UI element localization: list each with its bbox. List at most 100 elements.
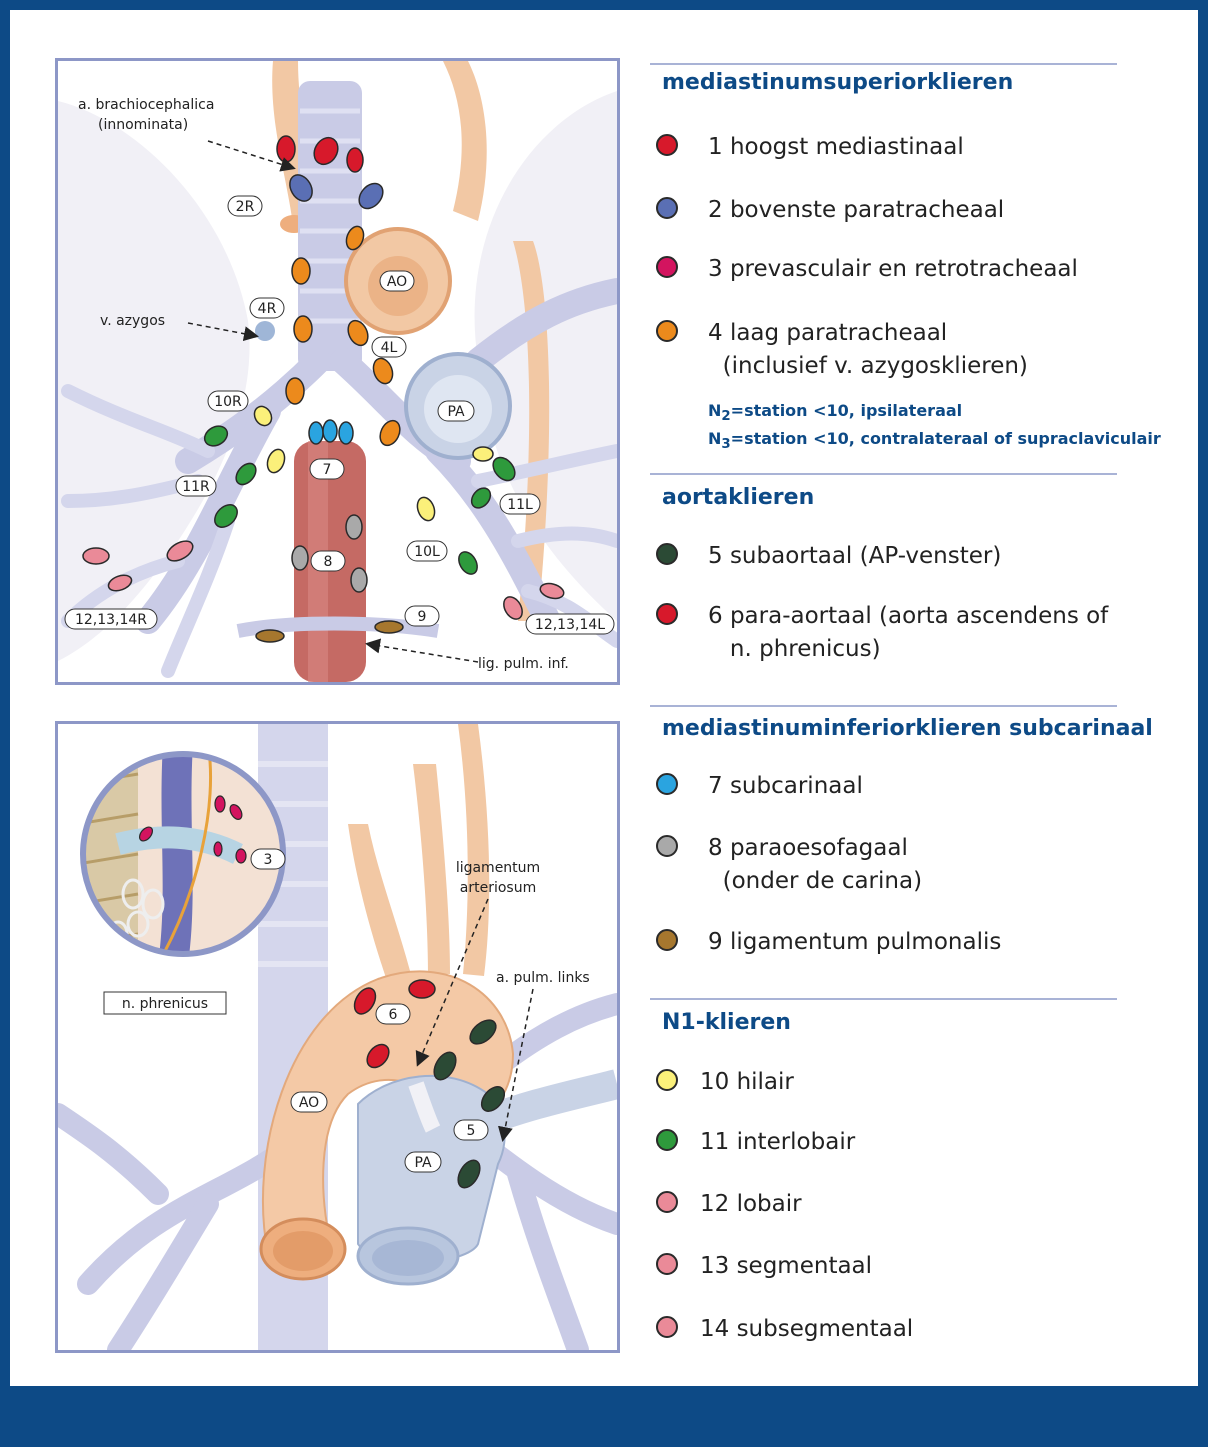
node-swatch [656, 929, 678, 951]
node-swatch [656, 134, 678, 156]
bottom-diagram-panel: ligamentum arteriosum a. pulm. links n. … [55, 721, 620, 1353]
tag-12R: 12,13,14R [75, 612, 147, 628]
node-swatch [656, 543, 678, 565]
arch-branch-2 [413, 764, 450, 974]
tag-AO: AO [299, 1095, 319, 1111]
node-swatch [656, 1316, 678, 1338]
n3-note-pre: N [708, 429, 721, 448]
section-divider [650, 63, 1117, 65]
section-divider [650, 473, 1117, 475]
node-6 [409, 980, 435, 998]
tag-PA: PA [447, 404, 465, 420]
tag-6: 6 [389, 1007, 398, 1023]
label-phrenicus: n. phrenicus [122, 996, 208, 1012]
label-lig-pulm: lig. pulm. inf. [478, 656, 569, 672]
node-10 [414, 495, 437, 523]
tag-5: 5 [467, 1123, 476, 1139]
n2-note-post: =station <10, ipsilateraal [731, 401, 962, 420]
legend-label: 2 bovenste paratracheaal [708, 194, 1004, 227]
node-7 [323, 420, 337, 442]
node-11 [455, 549, 481, 578]
tag-2R: 2R [236, 199, 255, 215]
node-swatch [656, 1253, 678, 1275]
n2-note: N2=station <10, ipsilateraal [708, 401, 962, 424]
node-swatch [656, 603, 678, 625]
tag-PA: PA [414, 1155, 432, 1171]
node-9 [256, 630, 284, 642]
tag-10R: 10R [214, 394, 242, 410]
section-title-aortaklieren: aortaklieren [662, 485, 814, 510]
n2-note-pre: N [708, 401, 721, 420]
section-divider [650, 998, 1117, 1000]
tag-4L: 4L [381, 340, 398, 356]
node-3 [236, 849, 246, 863]
node-swatch [656, 835, 678, 857]
label-brachio-1: a. brachiocephalica [78, 97, 214, 113]
section-title-n1: N1-klieren [662, 1010, 791, 1035]
tag-7: 7 [323, 462, 332, 478]
tag-12L: 12,13,14L [535, 617, 605, 633]
section-title-mediastinum-inferior: mediastinuminferiorklieren subcarinaal [662, 716, 1153, 741]
label-ligamentum-1: ligamentum [456, 860, 540, 876]
node-9 [375, 621, 403, 633]
n3-note-sub: 3 [721, 437, 730, 452]
legend-label: 4 laag paratracheaal (inclusief v. azygo… [708, 317, 1028, 383]
node-7 [309, 422, 323, 444]
node-1 [347, 148, 363, 172]
node-swatch [656, 1129, 678, 1151]
tag-AO: AO [387, 274, 407, 290]
section-divider [650, 705, 1117, 707]
legend-label: 5 subaortaal (AP-venster) [708, 540, 1001, 573]
legend-label: 14 subsegmentaal [700, 1313, 913, 1346]
node-swatch [656, 320, 678, 342]
node-8 [292, 546, 308, 570]
arch-branch-1 [348, 824, 413, 984]
label-ligamentum-2: arteriosum [460, 880, 536, 896]
tag-10L: 10L [414, 544, 440, 560]
node-swatch [656, 1191, 678, 1213]
node-swatch [656, 256, 678, 278]
tag-3: 3 [264, 852, 273, 868]
node-4 [286, 378, 304, 404]
legend-label: 9 ligamentum pulmonalis [708, 926, 1001, 959]
azygos-vein [255, 321, 275, 341]
legend-label: 8 paraoesofagaal (onder de carina) [708, 832, 922, 898]
arch-branch-3 [458, 724, 489, 976]
legend-label: 11 interlobair [700, 1126, 855, 1159]
legend-label: 6 para-aortaal (aorta ascendens of n. ph… [708, 600, 1108, 666]
right-lung-shape [58, 101, 250, 661]
n3-note-post: =station <10, contralateraal of supracla… [731, 429, 1161, 448]
bottom-diagram: ligamentum arteriosum a. pulm. links n. … [58, 724, 617, 1350]
node-4 [294, 316, 312, 342]
node-12 [83, 548, 109, 564]
node-1 [277, 136, 295, 162]
legend-label: 12 lobair [700, 1188, 802, 1221]
node-10 [473, 447, 493, 461]
tag-9: 9 [418, 609, 427, 625]
node-swatch [656, 1069, 678, 1091]
node-3 [215, 796, 225, 812]
node-4 [292, 258, 310, 284]
label-pulm-links: a. pulm. links [496, 970, 590, 986]
node-10 [264, 447, 287, 475]
node-8 [351, 568, 367, 592]
n2-note-sub: 2 [721, 409, 730, 424]
tag-11L: 11L [507, 497, 533, 513]
tag-11R: 11R [182, 479, 210, 495]
n3-note: N3=station <10, contralateraal of suprac… [708, 429, 1161, 452]
node-swatch [656, 197, 678, 219]
node-7 [339, 422, 353, 444]
legend-label: 7 subcarinaal [708, 770, 863, 803]
footer-bar [0, 1386, 1208, 1447]
tag-8: 8 [324, 554, 333, 570]
top-diagram-panel: a. brachiocephalica (innominata) v. azyg… [55, 58, 620, 685]
legend-label: 1 hoogst mediastinaal [708, 131, 964, 164]
carotid-vessel [443, 61, 487, 221]
label-brachio-2: (innominata) [98, 117, 188, 133]
node-8 [346, 515, 362, 539]
node-swatch [656, 773, 678, 795]
legend-label: 10 hilair [700, 1066, 794, 1099]
section-title-mediastinum-superior: mediastinumsuperiorklieren [662, 70, 1013, 95]
legend-label: 3 prevasculair en retrotracheaal [708, 253, 1078, 286]
legend-label: 13 segmentaal [700, 1250, 872, 1283]
